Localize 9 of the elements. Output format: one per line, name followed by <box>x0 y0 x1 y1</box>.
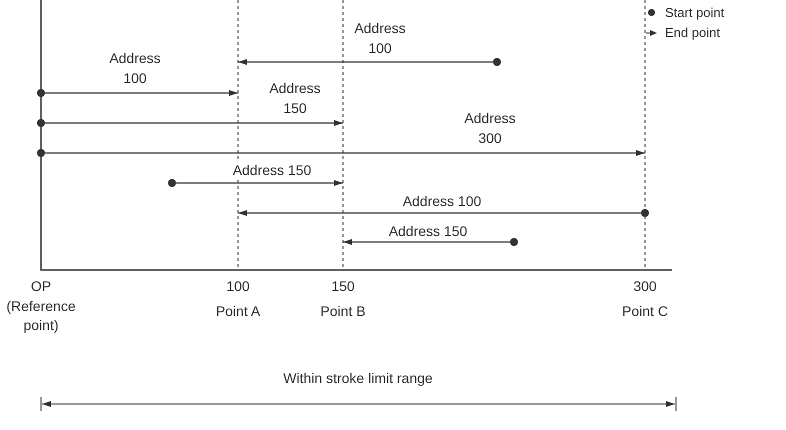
arrow <box>343 239 510 245</box>
legend-label: End point <box>665 24 720 42</box>
arrow <box>176 180 343 186</box>
arrow <box>45 150 645 156</box>
legend-label: Start point <box>665 4 724 22</box>
arrow <box>45 90 238 96</box>
arrow <box>238 59 493 65</box>
arrow <box>45 120 343 126</box>
arrow <box>238 210 641 216</box>
